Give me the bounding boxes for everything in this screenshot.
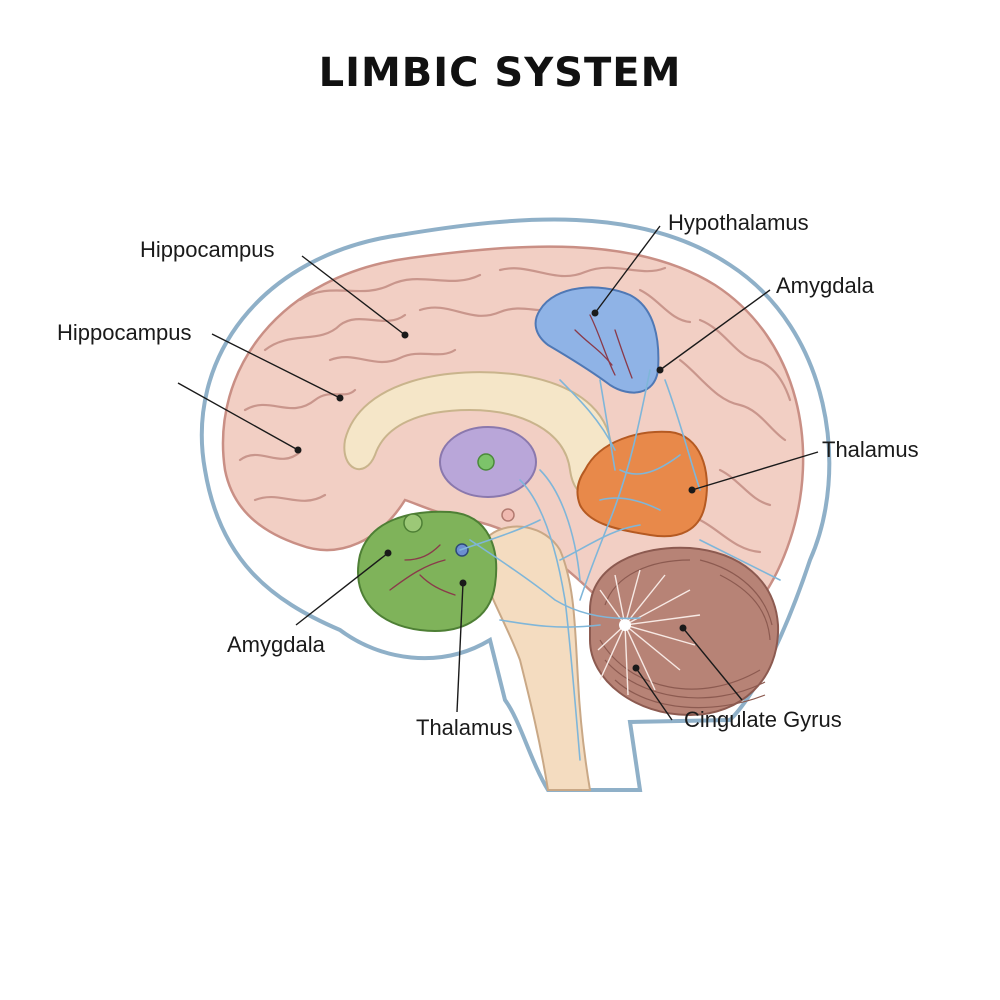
amygdala-small-bulb <box>403 513 423 533</box>
label-cingulate-gyrus: Cingulate Gyrus <box>684 707 842 732</box>
head-outline <box>199 217 832 792</box>
label-amygdala-right: Amygdala <box>776 273 875 298</box>
page-title: LIMBIC SYSTEM <box>318 50 682 96</box>
cerebellum <box>589 546 780 717</box>
amygdala-vessels <box>389 544 456 596</box>
label-thalamus-right: Thalamus <box>822 437 919 462</box>
label-amygdala-left: Amygdala <box>227 632 326 657</box>
small-pink-node <box>501 508 515 522</box>
label-hippocampus-upper: Hippocampus <box>140 237 275 262</box>
central-green-dot <box>477 453 495 471</box>
leader-lines <box>177 225 819 721</box>
label-hippocampus-lower: Hippocampus <box>57 320 192 345</box>
amygdala-green <box>357 510 498 632</box>
nerve-fibers <box>459 369 781 761</box>
label-hypothalamus: Hypothalamus <box>668 210 809 235</box>
hypothalamus-vessels <box>574 314 633 379</box>
corpus-callosum <box>343 371 613 496</box>
thalamus-orange <box>576 430 708 538</box>
label-thalamus-bottom: Thalamus <box>416 715 513 740</box>
